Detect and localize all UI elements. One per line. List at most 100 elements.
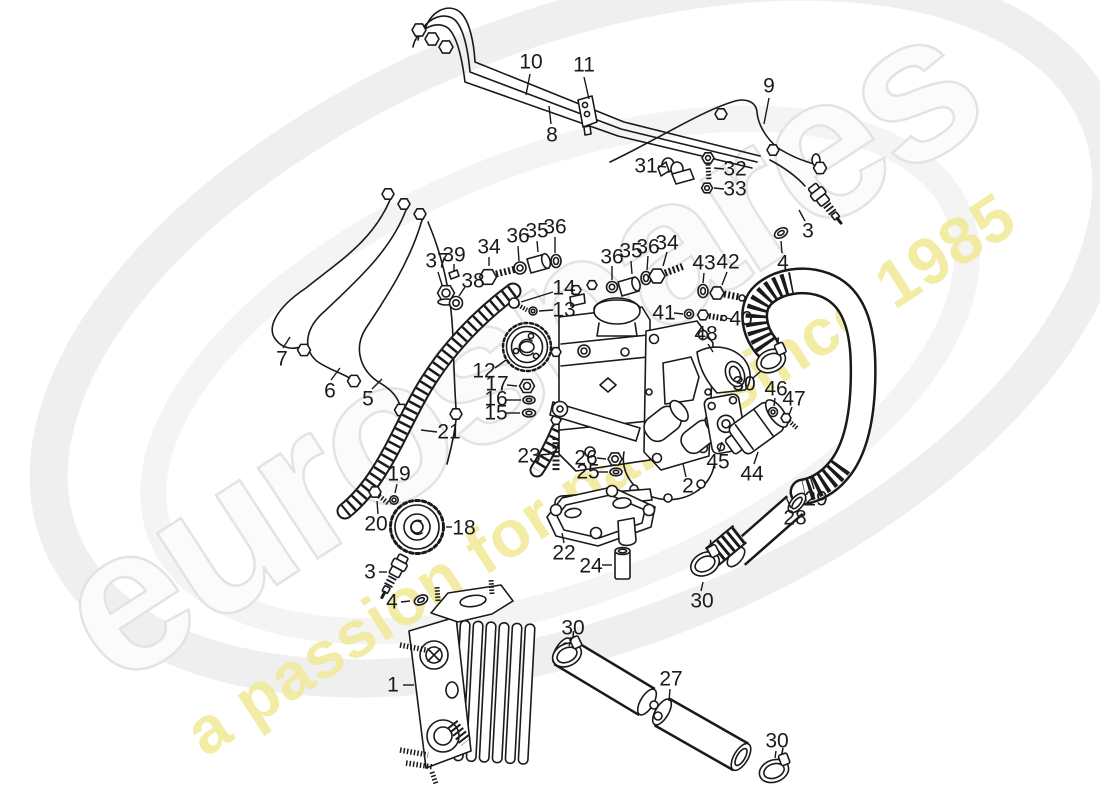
sleeve-35 bbox=[526, 252, 552, 274]
part-label-25: 25 bbox=[576, 461, 599, 484]
leader-line-9 bbox=[763, 97, 770, 125]
leader-line-35 bbox=[536, 240, 539, 253]
return-line-9 bbox=[609, 99, 827, 174]
part-label-42: 42 bbox=[716, 251, 739, 274]
bolt-47 bbox=[781, 414, 800, 431]
leader-line-10 bbox=[525, 73, 531, 96]
part-label-27: 27 bbox=[659, 668, 682, 691]
leader-line-4 bbox=[400, 600, 411, 603]
leader-line-12 bbox=[494, 359, 507, 369]
seal-ring-4-top bbox=[773, 226, 789, 240]
part-label-2: 2 bbox=[682, 475, 694, 498]
leader-line-36 bbox=[517, 245, 520, 262]
pump-cylinders bbox=[643, 399, 723, 455]
leader-line-47 bbox=[788, 406, 793, 416]
leader-line-42 bbox=[721, 271, 728, 286]
leader-line-37 bbox=[437, 271, 443, 286]
leader-lines bbox=[282, 73, 815, 759]
bolt-14 bbox=[508, 297, 529, 312]
banjo-bolt-34 bbox=[649, 269, 665, 283]
part-label-16: 16 bbox=[484, 388, 507, 411]
leader-line-26 bbox=[596, 457, 607, 460]
line-clamp-11 bbox=[577, 95, 598, 136]
leader-line-2 bbox=[682, 463, 687, 478]
swoosh-inner bbox=[140, 105, 980, 645]
part-label-29: 29 bbox=[804, 488, 827, 511]
part-label-19: 19 bbox=[387, 463, 410, 486]
part-label-30: 30 bbox=[765, 730, 788, 753]
part-label-7: 7 bbox=[276, 348, 288, 371]
part-label-24: 24 bbox=[579, 555, 603, 578]
part-label-15: 15 bbox=[484, 402, 507, 425]
washer-25 bbox=[609, 467, 623, 477]
leader-line-8 bbox=[548, 105, 552, 125]
leader-line-6 bbox=[330, 367, 341, 381]
part-label-20: 20 bbox=[364, 513, 387, 536]
part-label-36: 36 bbox=[636, 236, 659, 259]
leader-line-48 bbox=[707, 343, 714, 353]
part-label-4: 4 bbox=[777, 252, 789, 275]
part-label-8: 8 bbox=[546, 124, 558, 147]
part-label-30: 30 bbox=[732, 373, 755, 396]
part-label-36: 36 bbox=[600, 246, 623, 269]
leader-line-36 bbox=[646, 255, 649, 271]
cover-plate-22 bbox=[546, 484, 656, 547]
part-label-36: 36 bbox=[543, 216, 566, 239]
leader-line-20 bbox=[376, 500, 379, 515]
leader-line-7 bbox=[282, 336, 291, 349]
ring-46 bbox=[767, 406, 779, 418]
part-label-1: 1 bbox=[387, 674, 399, 697]
part-label-39: 39 bbox=[442, 244, 465, 267]
injection-line-bundle bbox=[412, 7, 806, 187]
part-label-17: 17 bbox=[485, 373, 508, 396]
part-label-22: 22 bbox=[552, 542, 575, 565]
nut-33 bbox=[702, 183, 713, 193]
hardware-left-group bbox=[438, 252, 562, 311]
part-label-33: 33 bbox=[723, 178, 746, 201]
leader-line-19 bbox=[394, 483, 398, 494]
sleeve-35 bbox=[617, 276, 641, 297]
part-label-10: 10 bbox=[519, 51, 542, 74]
leader-line-28 bbox=[785, 496, 792, 509]
hose-clamp-30 bbox=[752, 747, 796, 788]
part-label-36: 36 bbox=[506, 225, 529, 248]
leader-line-33 bbox=[713, 187, 725, 190]
fuel-line-cluster bbox=[271, 189, 462, 465]
leader-line-11 bbox=[583, 76, 590, 100]
part-label-43: 43 bbox=[692, 252, 715, 275]
part-label-37: 37 bbox=[425, 250, 448, 273]
part-label-4: 4 bbox=[386, 591, 398, 614]
injection-pump-body bbox=[550, 281, 751, 511]
pump-dome bbox=[593, 297, 641, 325]
leader-line-32 bbox=[713, 167, 725, 170]
part-label-28: 28 bbox=[783, 507, 806, 530]
leader-line-13 bbox=[538, 309, 554, 312]
pipe-bracket-31 bbox=[657, 157, 695, 185]
part-label-30: 30 bbox=[690, 590, 713, 613]
leader-line-30 bbox=[700, 581, 704, 592]
leader-line-38 bbox=[458, 286, 466, 297]
part-label-14: 14 bbox=[552, 277, 576, 300]
washer-16 bbox=[522, 395, 536, 405]
leader-line-30 bbox=[568, 637, 573, 647]
ring-13 bbox=[528, 306, 538, 316]
leader-line-44 bbox=[753, 451, 759, 465]
part-label-47: 47 bbox=[782, 388, 805, 411]
part-label-40: 40 bbox=[729, 308, 752, 331]
leader-line-27 bbox=[668, 688, 671, 702]
leader-line-35 bbox=[630, 260, 633, 275]
leader-line-4 bbox=[780, 240, 783, 254]
part-label-38: 38 bbox=[461, 270, 484, 293]
part-label-21: 21 bbox=[437, 421, 460, 444]
part-label-3: 3 bbox=[364, 561, 376, 584]
ring-19 bbox=[388, 494, 399, 505]
part-label-35: 35 bbox=[525, 220, 548, 243]
oil-cooler-1 bbox=[399, 578, 536, 785]
nut-17 bbox=[520, 380, 535, 393]
leader-line-29 bbox=[809, 475, 815, 490]
part-label-35: 35 bbox=[619, 240, 642, 263]
leader-line-21 bbox=[420, 429, 438, 433]
part-label-18: 18 bbox=[452, 517, 475, 540]
